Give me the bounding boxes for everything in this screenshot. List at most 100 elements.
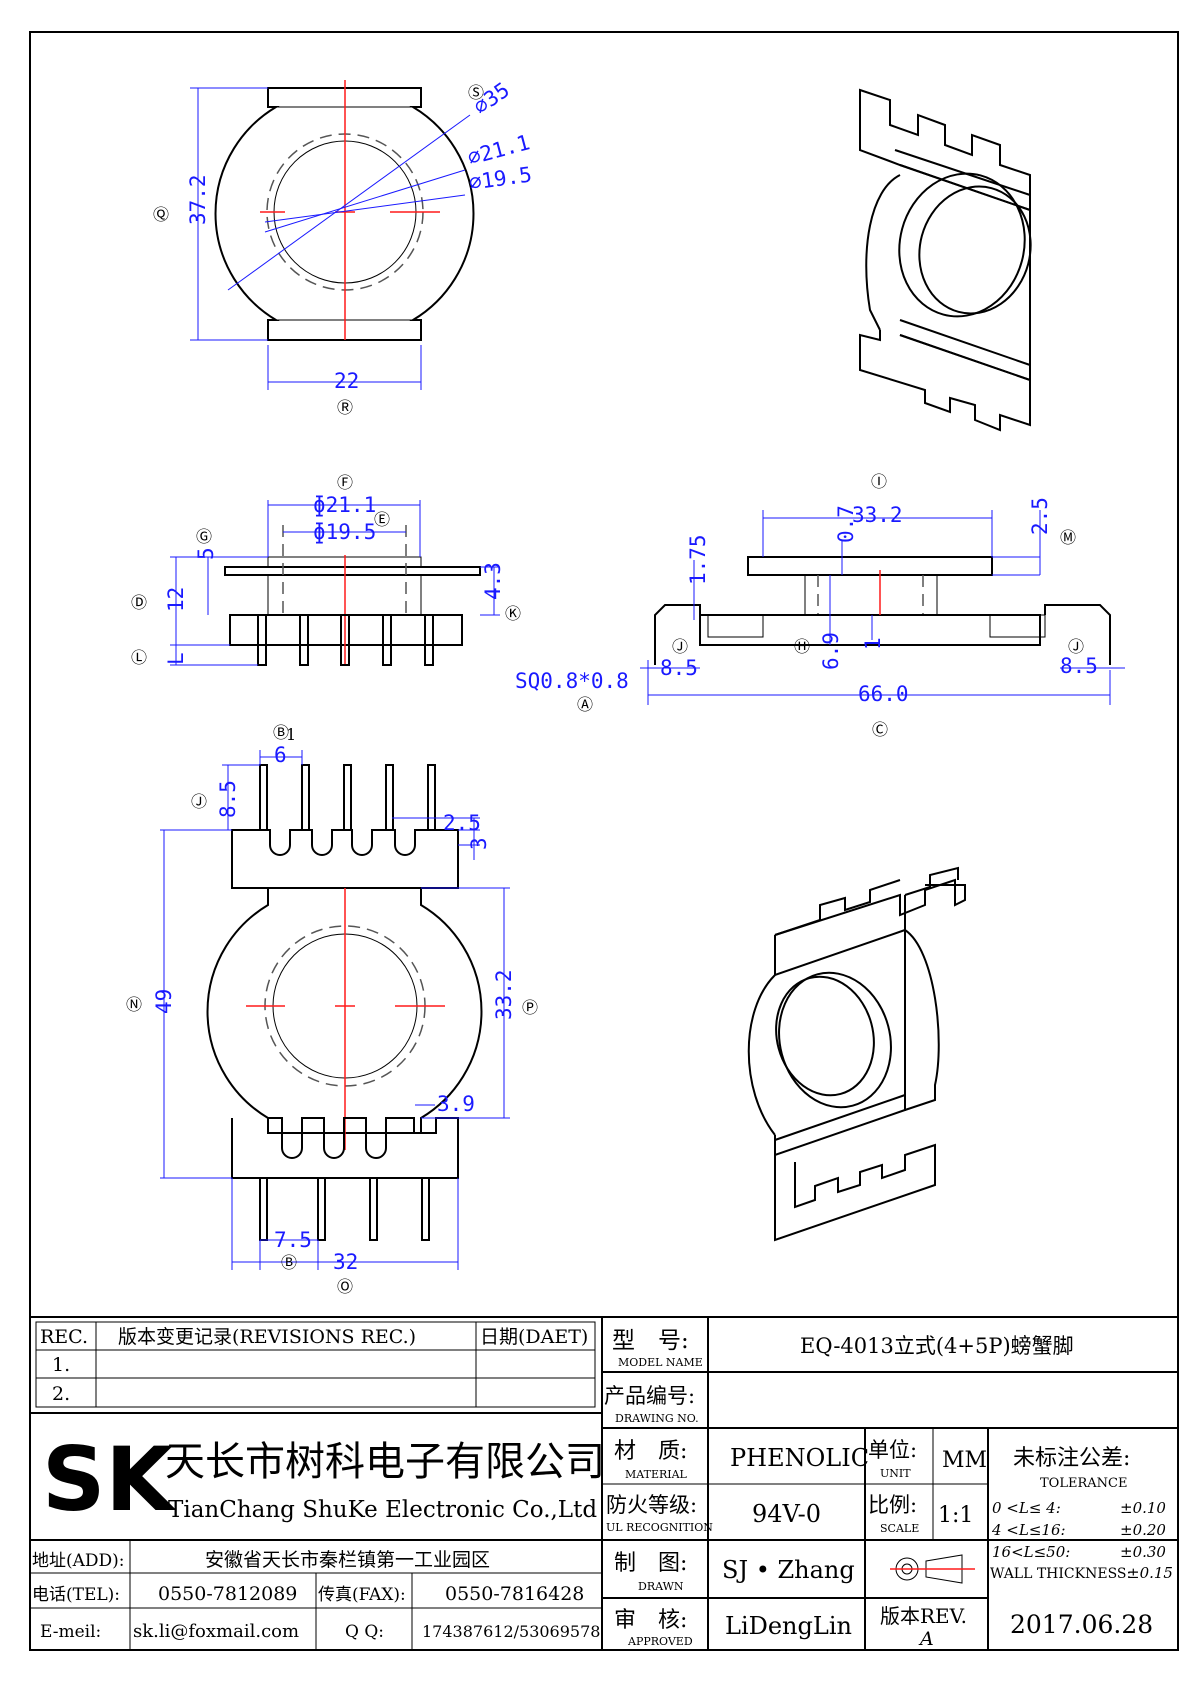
- material-value: PHENOLIC: [730, 1444, 869, 1472]
- drawn-value: SJ • Zhang: [722, 1556, 855, 1584]
- fire-label-en: UL RECOGNITION: [606, 1521, 713, 1534]
- dim-side-5: 5: [194, 547, 218, 560]
- marker-j3: Ⓙ: [191, 792, 207, 811]
- dim-side-l: L: [164, 652, 188, 665]
- tolerance-value-3: ±0.30: [1120, 1543, 1166, 1561]
- wall-thickness-value: ±0.15: [1127, 1564, 1173, 1582]
- bottom-view: [160, 750, 510, 1270]
- projection-symbol: [890, 1554, 975, 1584]
- dim-bot-6: 6: [274, 743, 287, 767]
- tolerance-value-1: ±0.10: [1120, 1499, 1166, 1517]
- wall-thickness-label: WALL THICKNESS:: [990, 1566, 1131, 1582]
- rev-header: REC.: [40, 1326, 88, 1348]
- material-label-en: MATERIAL: [625, 1468, 688, 1481]
- email-value: sk.li@foxmail.com: [133, 1621, 299, 1642]
- dim-front-69: 6.9: [819, 632, 843, 670]
- marker-b1: Ⓑ: [273, 723, 289, 742]
- marker-m: Ⓜ: [1060, 528, 1076, 547]
- dim-top-height: 37.2: [186, 174, 210, 225]
- dim-side-12: 12: [164, 587, 188, 612]
- tolerance-range-3: 16<L≤50:: [992, 1543, 1070, 1561]
- material-label: 材 质:: [614, 1439, 687, 1464]
- dim-bot-332: 33.2: [492, 969, 516, 1020]
- side-view-left: [170, 500, 500, 666]
- dim-front-07: 0.7: [834, 505, 858, 543]
- marker-e: Ⓔ: [374, 510, 390, 529]
- dim-top-width: 22: [334, 369, 359, 393]
- dim-bot-3: 3: [467, 837, 491, 850]
- scale-value: 1:1: [938, 1503, 973, 1528]
- isometric-view-bottom: [747, 866, 966, 1242]
- dim-front-sq: SQ0.8*0.8: [515, 669, 629, 693]
- dim-front-332: 33.2: [852, 503, 903, 527]
- drawing-label-en: DRAWING NO.: [615, 1412, 699, 1425]
- tolerance-range-2: 4 <L≤16:: [991, 1521, 1066, 1539]
- dim-front-660: 66.0: [858, 682, 909, 706]
- marker-q: Ⓠ: [153, 205, 169, 224]
- date-value: 2017.06.28: [1010, 1610, 1153, 1639]
- dim-bot-49: 49: [152, 989, 176, 1014]
- sk-logo: SK: [42, 1428, 176, 1531]
- marker-j2: Ⓙ: [1068, 637, 1084, 656]
- model-label-en: MODEL NAME: [618, 1356, 703, 1369]
- marker-b2: Ⓑ: [281, 1253, 297, 1272]
- qq-label: Q Q:: [345, 1622, 384, 1642]
- unit-value: MM: [942, 1448, 987, 1473]
- dim-bot-75: 7.5: [274, 1228, 312, 1252]
- tolerance-label: 未标注公差:: [1013, 1446, 1130, 1471]
- address-label: 地址(ADD):: [32, 1551, 125, 1571]
- rev-row-2: 2.: [52, 1383, 70, 1405]
- approved-value: LiDengLin: [725, 1612, 852, 1640]
- dim-front-85b: 8.5: [1060, 654, 1098, 678]
- company-name-cn: 天长市树科电子有限公司: [165, 1439, 605, 1485]
- marker-i: Ⓘ: [871, 472, 887, 491]
- revision-label: 版本REV.: [880, 1604, 967, 1628]
- qq-value: 174387612/53069578: [422, 1622, 600, 1641]
- approved-label-en: APPROVED: [627, 1635, 693, 1648]
- email-label: E-meil:: [40, 1622, 101, 1642]
- tel-value: 0550-7812089: [158, 1583, 297, 1605]
- marker-a: Ⓐ: [577, 695, 593, 714]
- unit-label-en: UNIT: [880, 1467, 911, 1480]
- model-value: EQ-4013立式(4+5P)螃蟹脚: [800, 1334, 1074, 1358]
- dim-front-1: 1: [861, 637, 885, 650]
- tolerance-range-1: 0 <L≤ 4:: [992, 1499, 1061, 1517]
- rev-record-header: 版本变更记录(REVISIONS REC.): [118, 1326, 416, 1348]
- marker-f: Ⓕ: [337, 473, 353, 492]
- sheet-border: [29, 31, 1179, 1651]
- company-name-en: TianChang ShuKe Electronic Co.,Ltd: [168, 1497, 597, 1523]
- scale-label: 比例:: [868, 1493, 917, 1517]
- marker-r: Ⓡ: [337, 398, 353, 417]
- rev-row-1: 1.: [52, 1354, 70, 1376]
- dim-side-phi21: ɸ21.1: [313, 493, 376, 517]
- marker-l: Ⓛ: [131, 648, 147, 667]
- dim-front-175: 1.75: [686, 534, 710, 585]
- dim-side-43: 4.3: [481, 562, 505, 600]
- marker-n: Ⓝ: [126, 995, 142, 1014]
- fire-value: 94V-0: [752, 1500, 821, 1528]
- marker-p: Ⓟ: [522, 998, 538, 1017]
- marker-b1-suffix: 1: [286, 725, 296, 744]
- address-value: 安徽省天长市秦栏镇第一工业园区: [205, 1549, 490, 1571]
- drawn-label: 制 图:: [614, 1551, 687, 1576]
- dim-front-85a: 8.5: [660, 656, 698, 680]
- marker-k: Ⓚ: [505, 604, 521, 623]
- tel-label: 电话(TEL):: [32, 1585, 120, 1605]
- marker-s: Ⓢ: [468, 83, 484, 102]
- marker-o: Ⓞ: [337, 1277, 353, 1296]
- fax-label: 传真(FAX):: [318, 1585, 406, 1605]
- dim-side-phi19: ɸ19.5: [313, 520, 376, 544]
- dim-bot-39: 3.9: [437, 1092, 475, 1116]
- dim-bot-32: 32: [333, 1250, 358, 1274]
- fax-value: 0550-7816428: [445, 1583, 584, 1605]
- marker-j1: Ⓙ: [672, 637, 688, 656]
- model-label: 型 号:: [612, 1328, 689, 1354]
- fire-label: 防火等级:: [606, 1493, 697, 1517]
- dim-bot-25: 2.5: [443, 811, 481, 835]
- drawn-label-en: DRAWN: [638, 1580, 684, 1593]
- scale-label-en: SCALE: [880, 1522, 919, 1535]
- approved-label: 审 核:: [614, 1608, 687, 1633]
- dim-bot-85: 8.5: [216, 780, 240, 818]
- marker-d: Ⓓ: [131, 593, 147, 612]
